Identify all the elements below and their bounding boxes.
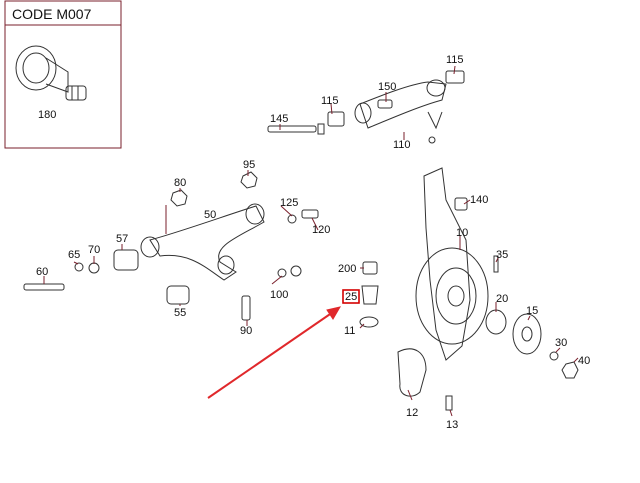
part-label-55[interactable]: 55	[174, 307, 186, 319]
part-label-13[interactable]: 13	[446, 419, 458, 431]
part-label-200[interactable]: 200	[338, 263, 356, 275]
part-label-25[interactable]: 25	[345, 291, 357, 303]
part-label-125[interactable]: 125	[280, 197, 298, 209]
part-label-110[interactable]: 110	[393, 139, 411, 151]
pointer-arrow	[207, 306, 342, 399]
part-label-95[interactable]: 95	[243, 159, 255, 171]
part-25-highlight-box	[342, 289, 360, 304]
code-box: CODE M007 180	[4, 0, 122, 149]
part-label-57[interactable]: 57	[116, 233, 128, 245]
part-label-60[interactable]: 60	[36, 266, 48, 278]
part-label-70[interactable]: 70	[88, 244, 100, 256]
knuckle-disc-hub-parts	[359, 167, 579, 411]
part-label-65[interactable]: 65	[68, 249, 80, 261]
part-label-50[interactable]: 50	[204, 209, 216, 221]
part-label-115-right[interactable]: 115	[446, 54, 464, 66]
upper-arm-parts	[267, 70, 465, 144]
part-label-30[interactable]: 30	[555, 337, 567, 349]
part-label-150[interactable]: 150	[378, 81, 396, 93]
part-label-100[interactable]: 100	[270, 289, 288, 301]
part-label-120[interactable]: 120	[312, 224, 330, 236]
part-label-145[interactable]: 145	[270, 113, 288, 125]
part-label-15[interactable]: 15	[526, 305, 538, 317]
part-label-35[interactable]: 35	[496, 249, 508, 261]
part-labels: 115 150 145 115 110 95 80 125 50 120 140…	[36, 54, 590, 431]
lower-arm-parts	[23, 171, 319, 321]
code-label: CODE M007	[12, 6, 92, 22]
part-label-10[interactable]: 10	[456, 227, 468, 239]
part-label-80[interactable]: 80	[174, 177, 186, 189]
part-label-90[interactable]: 90	[240, 325, 252, 337]
cv-joint-part-drawing	[15, 45, 87, 101]
part-label-40[interactable]: 40	[578, 355, 590, 367]
part-label-12[interactable]: 12	[406, 407, 418, 419]
leader-lines	[43, 65, 579, 417]
part-label-11[interactable]: 11	[344, 325, 355, 337]
part-label-140[interactable]: 140	[470, 194, 488, 206]
part-label-20[interactable]: 20	[496, 293, 508, 305]
part-label-115-left[interactable]: 115	[321, 95, 339, 107]
part-label-180[interactable]: 180	[38, 109, 56, 121]
